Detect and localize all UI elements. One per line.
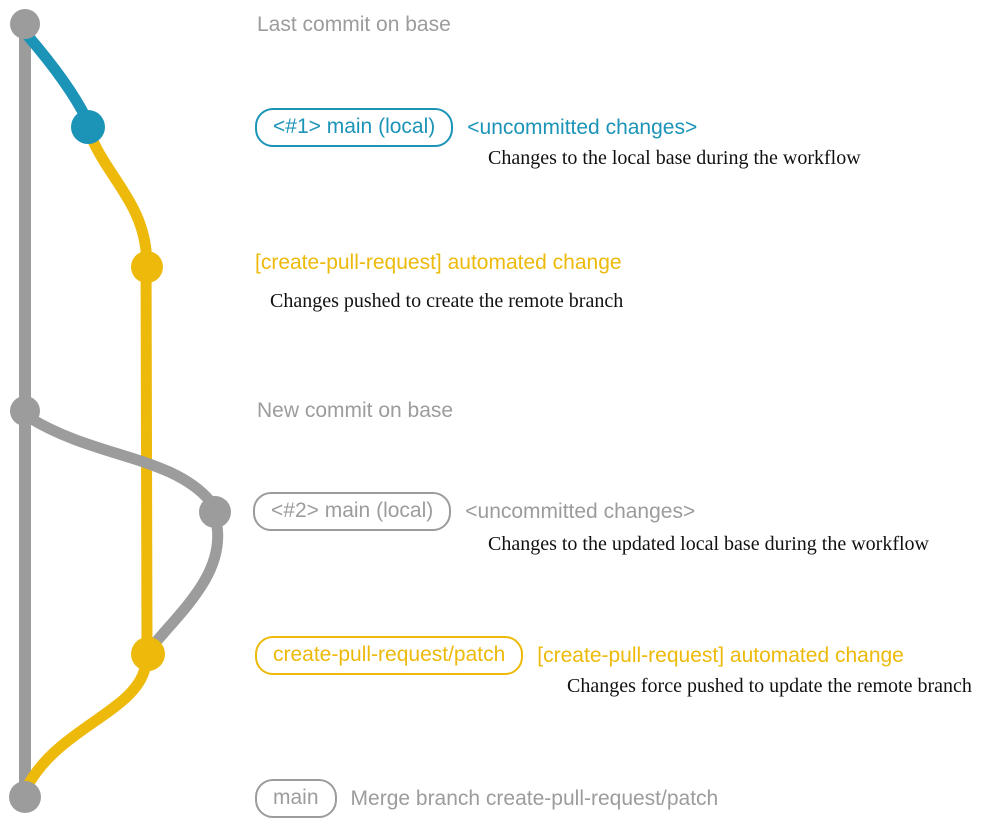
commit-node-new-base	[10, 396, 40, 426]
commit-caption: Changes to the updated local base during…	[488, 533, 929, 555]
gray-rebase-edge-lower	[145, 520, 224, 654]
branch-badge-patch: create-pull-request/patch	[255, 636, 524, 675]
row-new-commit: New commit on base	[257, 398, 453, 424]
commit-node-merge	[9, 781, 41, 813]
row-uncommitted-2: <#2> main (local) <uncommitted changes>	[253, 492, 695, 531]
branch-badge-main-local-2: <#2> main (local)	[253, 492, 452, 531]
commit-node-automated-change-2	[131, 637, 165, 671]
commit-node-uncommitted-2	[199, 496, 231, 528]
commit-message: [create-pull-request] automated change	[255, 251, 622, 274]
row-merge: main Merge branch create-pull-request/pa…	[255, 779, 718, 818]
commit-caption: Changes force pushed to update the remot…	[567, 675, 972, 697]
yellow-branch-edge	[87, 135, 153, 654]
commit-node-automated-change-1	[131, 251, 163, 283]
branch-badge-main: main	[255, 779, 337, 818]
commit-message: <uncommitted changes>	[465, 500, 696, 523]
commit-label: New commit on base	[257, 399, 454, 422]
row-automated-change-1: [create-pull-request] automated change	[255, 249, 622, 276]
commit-message: [create-pull-request] automated change	[537, 644, 904, 667]
commit-caption: Changes pushed to create the remote bran…	[270, 290, 624, 312]
row-last-commit: Last commit on base	[257, 12, 451, 38]
branch-badge-main-local-1: <#1> main (local)	[255, 108, 454, 147]
row-uncommitted-1: <#1> main (local) <uncommitted changes>	[255, 108, 697, 147]
gray-rebase-edge-upper	[24, 412, 216, 507]
commit-label: Last commit on base	[257, 13, 451, 36]
blue-branch-edge	[22, 30, 92, 124]
commit-message: <uncommitted changes>	[467, 116, 698, 139]
row-automated-change-2: create-pull-request/patch [create-pull-r…	[255, 636, 904, 675]
commit-node-uncommitted-1	[71, 110, 105, 144]
yellow-merge-edge	[21, 662, 151, 793]
commit-message: Merge branch create-pull-request/patch	[350, 787, 719, 810]
commit-node-last-base	[10, 9, 40, 39]
commit-caption: Changes to the local base during the wor…	[488, 147, 861, 169]
